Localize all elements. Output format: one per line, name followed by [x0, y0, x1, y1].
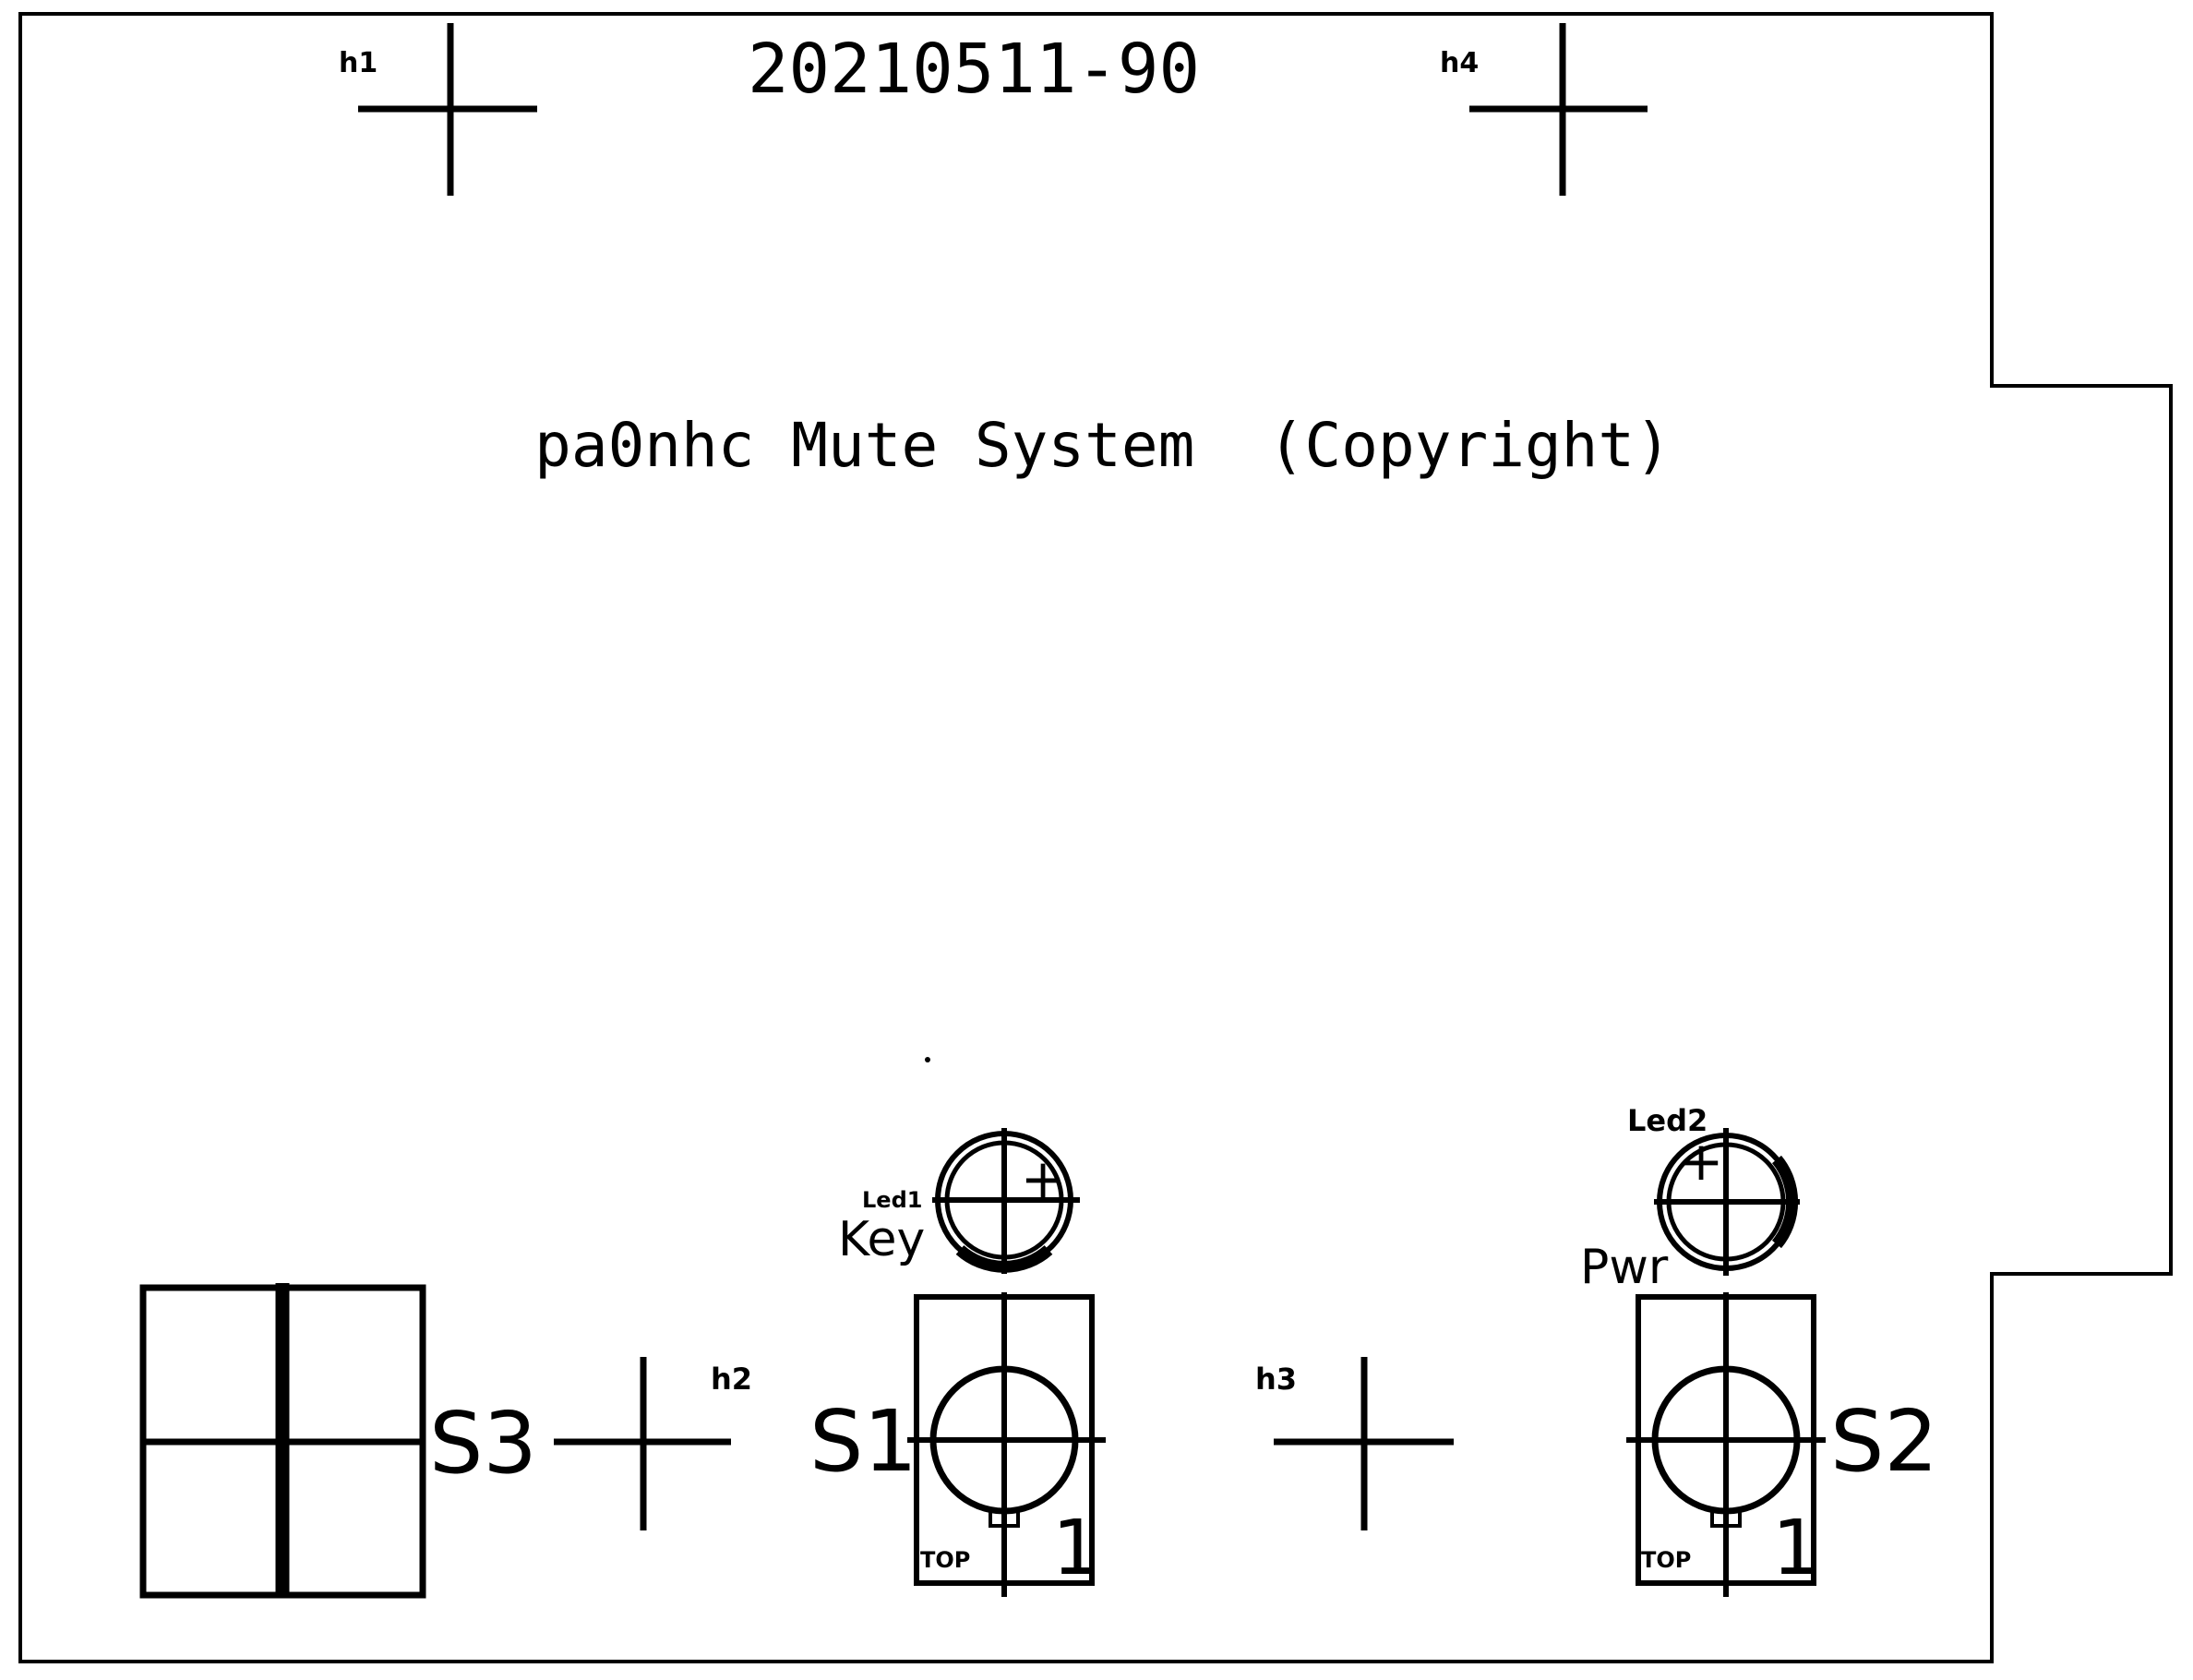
switch-side-s2: TOP — [1641, 1547, 1691, 1573]
switch-ref-s2: S2 — [1830, 1392, 1938, 1491]
board-serial: 20210511-90 — [748, 30, 1200, 109]
stray-dot — [925, 1057, 930, 1062]
led-2: + Led2 Pwr — [1580, 1103, 1800, 1295]
switch-pin-s1: 1 — [1052, 1505, 1100, 1592]
switch-pin-s2: 1 — [1772, 1505, 1820, 1592]
led-label-1: Key — [838, 1212, 925, 1267]
mounting-hole-h1: h1 — [339, 23, 537, 196]
switch-ref-s3: S3 — [429, 1394, 537, 1493]
mounting-hole-h4: h4 — [1440, 23, 1648, 196]
led-polarity-1: + — [1021, 1147, 1066, 1210]
hole-label-h1: h1 — [339, 47, 377, 79]
led-1: + Led1 Key — [838, 1128, 1080, 1274]
switch-s2: S2 TOP 1 — [1626, 1292, 1938, 1597]
mounting-hole-h3: h3 — [1255, 1357, 1454, 1530]
led-ref-1: Led1 — [862, 1187, 922, 1213]
switch-side-s1: TOP — [920, 1547, 970, 1573]
board-outline — [18, 12, 2173, 1663]
led-polarity-2: + — [1679, 1130, 1724, 1193]
switch-ref-s1: S1 — [809, 1392, 917, 1491]
hole-label-h2: h2 — [711, 1362, 752, 1397]
hole-label-h3: h3 — [1255, 1362, 1297, 1397]
mounting-hole-h2: h2 — [554, 1357, 752, 1530]
led-label-2: Pwr — [1580, 1240, 1669, 1295]
hole-label-h4: h4 — [1440, 47, 1479, 79]
switch-s3: S3 — [139, 1283, 537, 1599]
switch-s1: S1 TOP 1 — [809, 1292, 1106, 1597]
led-ref-2: Led2 — [1627, 1103, 1708, 1138]
board-title: pa0nhc Mute System (Copyright) — [534, 410, 1672, 481]
